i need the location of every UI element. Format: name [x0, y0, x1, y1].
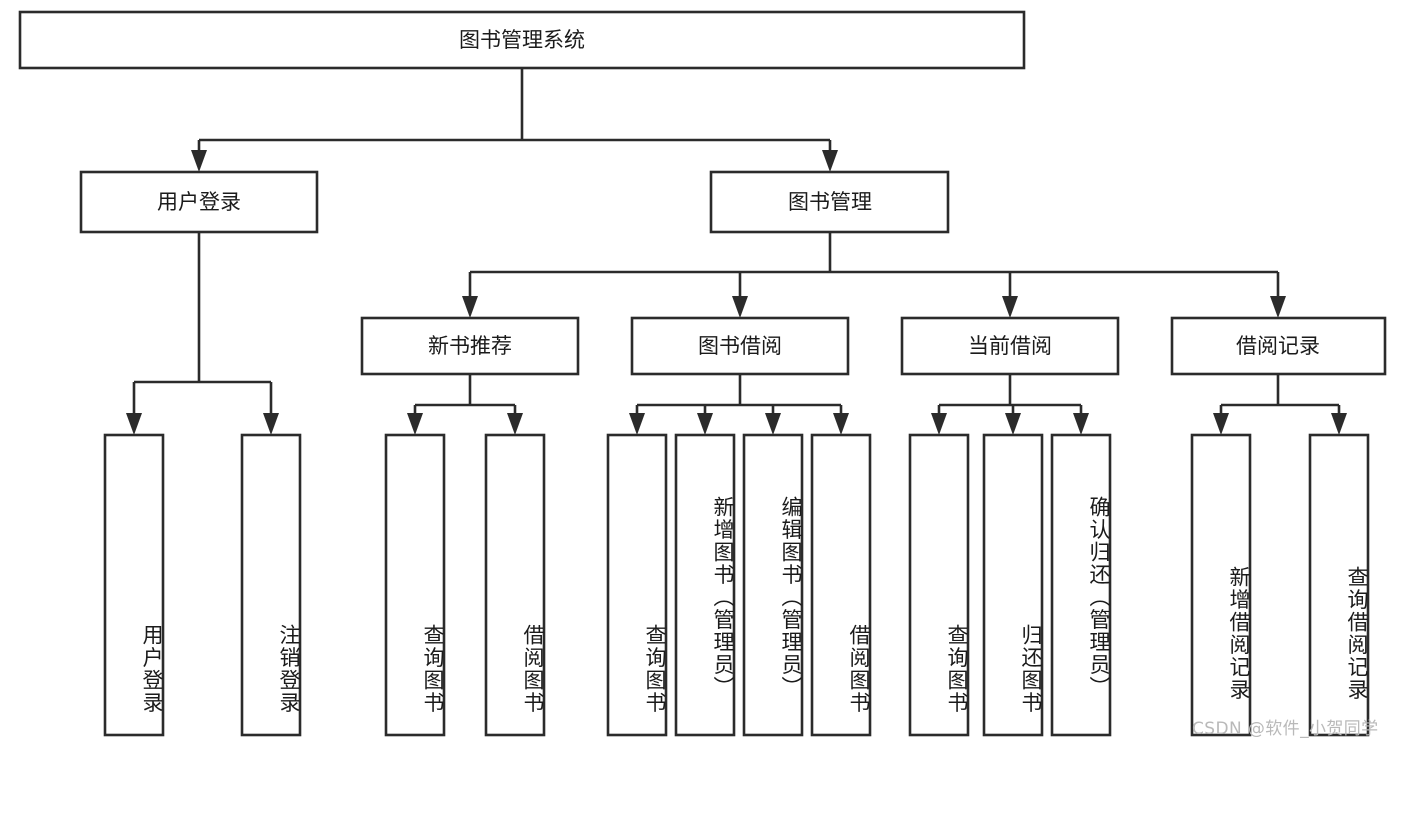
node-leaf-query-book-current[interactable] — [908, 433, 970, 737]
node-new-book-recommend[interactable]: 新书推荐 — [360, 316, 580, 376]
node-leaf-borrow-book[interactable] — [810, 433, 872, 737]
arrow-to-new-book-recommend — [462, 296, 478, 318]
connector-root-to-level2 — [197, 68, 832, 150]
node-book-borrow[interactable]: 图书借阅 — [630, 316, 850, 376]
arrow-to-leaf-query-book-borrow — [629, 413, 645, 435]
node-leaf-return-book[interactable] — [982, 433, 1044, 737]
node-current-borrow[interactable]: 当前借阅 — [900, 316, 1120, 376]
connector-user-login-to-leaves — [132, 232, 273, 413]
node-leaf-borrow-book-recommend[interactable] — [484, 433, 546, 737]
arrow-to-leaf-query-book-current — [931, 413, 947, 435]
arrow-to-book-borrow — [732, 296, 748, 318]
node-root-label: 图书管理系统 — [459, 28, 585, 52]
node-borrow-record-label: 借阅记录 — [1236, 334, 1320, 358]
arrow-to-leaf-query-borrow-record — [1331, 413, 1347, 435]
arrow-to-leaf-add-borrow-record — [1213, 413, 1229, 435]
tree-diagram-svg: 图书管理系统 用户登录 图书管理 新书推荐 图书借阅 当前借阅 借阅记录 — [18, 10, 1387, 737]
node-leaf-query-book-recommend[interactable] — [384, 433, 446, 737]
connector-current-borrow-to-leaves — [937, 374, 1083, 413]
node-leaf-query-borrow-record[interactable] — [1308, 433, 1370, 737]
node-book-borrow-label: 图书借阅 — [698, 334, 782, 358]
arrow-to-leaf-borrow-book-recommend — [507, 413, 523, 435]
arrow-to-leaf-edit-book-admin — [765, 413, 781, 435]
node-leaf-add-book-admin[interactable] — [674, 433, 736, 737]
diagram-canvas: 图书管理系统 用户登录 图书管理 新书推荐 图书借阅 当前借阅 借阅记录 — [18, 10, 1387, 739]
arrow-to-book-management — [822, 150, 838, 172]
node-book-management[interactable]: 图书管理 — [709, 170, 950, 234]
arrow-to-leaf-confirm-return-admin — [1073, 413, 1089, 435]
node-new-book-recommend-label: 新书推荐 — [428, 334, 512, 358]
arrow-to-leaf-user-login — [126, 413, 142, 435]
node-leaf-query-book-borrow[interactable] — [606, 433, 668, 737]
arrow-to-leaf-borrow-book — [833, 413, 849, 435]
arrow-to-user-login — [191, 150, 207, 172]
node-leaf-edit-book-admin[interactable] — [742, 433, 804, 737]
arrow-to-leaf-add-book-admin — [697, 413, 713, 435]
node-leaf-confirm-return-admin[interactable] — [1050, 433, 1112, 737]
connector-new-book-recommend-to-leaves — [413, 374, 517, 413]
leaf-boxes — [103, 433, 1370, 737]
arrow-to-current-borrow — [1002, 296, 1018, 318]
node-user-login[interactable]: 用户登录 — [79, 170, 319, 234]
node-leaf-user-logout[interactable] — [240, 433, 302, 737]
csdn-watermark: CSDN @软件_小贺同学 — [1192, 719, 1379, 739]
node-root[interactable]: 图书管理系统 — [18, 10, 1026, 70]
node-user-login-label: 用户登录 — [157, 190, 241, 214]
connector-book-borrow-to-leaves — [635, 374, 843, 413]
node-book-management-label: 图书管理 — [788, 190, 872, 214]
arrow-to-leaf-return-book — [1005, 413, 1021, 435]
connector-borrow-record-to-leaves — [1219, 374, 1341, 413]
node-current-borrow-label: 当前借阅 — [968, 334, 1052, 358]
node-borrow-record[interactable]: 借阅记录 — [1170, 316, 1387, 376]
node-leaf-user-login[interactable] — [103, 433, 165, 737]
arrow-to-leaf-query-book-recommend — [407, 413, 423, 435]
connector-book-management-to-level3 — [468, 232, 1280, 296]
arrow-to-leaf-user-logout — [263, 413, 279, 435]
node-leaf-add-borrow-record[interactable] — [1190, 433, 1252, 737]
arrow-to-borrow-record — [1270, 296, 1286, 318]
